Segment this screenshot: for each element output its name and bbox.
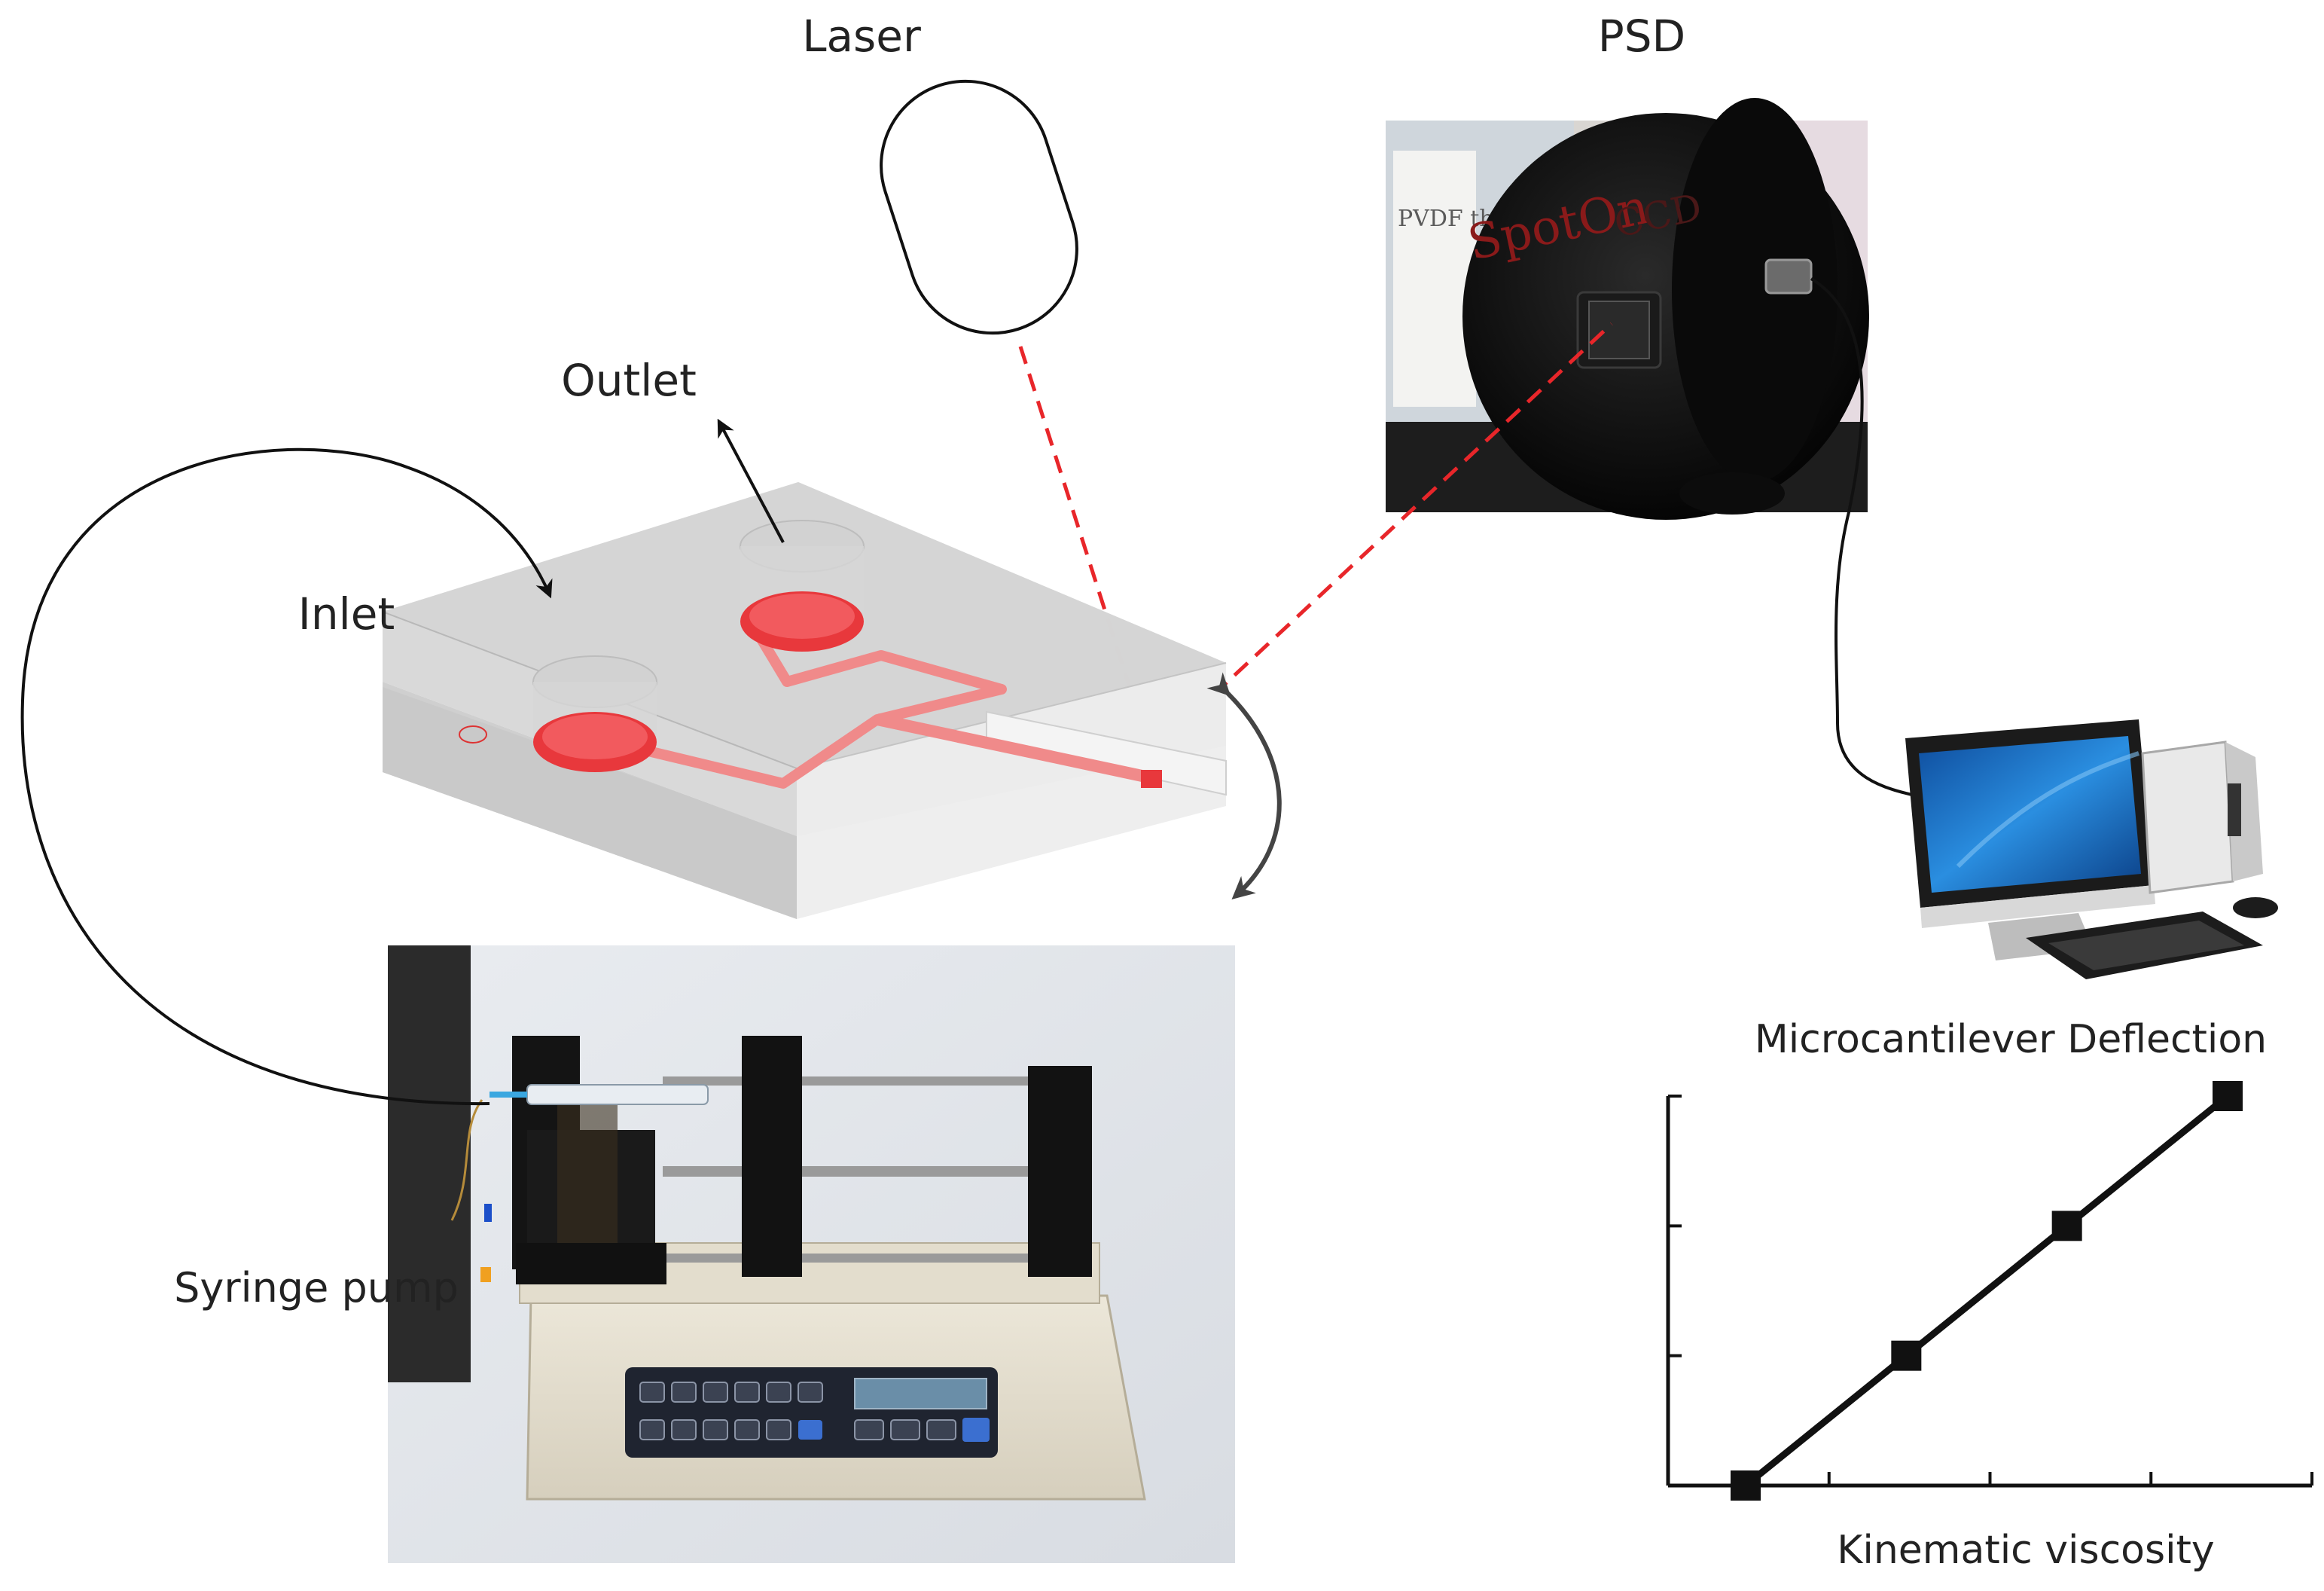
computer-icon	[1905, 719, 2278, 979]
cantilever	[876, 713, 1161, 786]
psd-label: PSD	[1598, 11, 1685, 62]
monitor-screen	[1919, 736, 2141, 893]
series-line	[1743, 1093, 2230, 1489]
chart-title: Microcantilever Deflection	[1755, 1017, 2267, 1062]
outlet-label: Outlet	[561, 355, 697, 406]
syringe-pump-label: Syringe pump	[174, 1264, 459, 1312]
x-axis-label: Kinematic viscosity	[1837, 1528, 2214, 1573]
tray-edge	[388, 945, 471, 1382]
data-point	[2213, 1081, 2243, 1111]
mouse	[2233, 897, 2278, 918]
deflection-arrow	[1206, 672, 1282, 899]
laser-label: Laser	[802, 11, 921, 62]
syringe	[526, 1084, 709, 1105]
psd-poster-text: PVDF th	[1398, 206, 1494, 232]
psd-camera: PSD PVDF th SpotOn CCD	[1386, 11, 1869, 520]
deflection-chart: Microcantilever Deflection Kinematic vis…	[1666, 1017, 2313, 1573]
end-block	[1028, 1066, 1092, 1277]
inlet-well	[532, 655, 657, 772]
microfluidic-chip	[382, 418, 1282, 919]
inlet-tube	[20, 447, 553, 1106]
psd-photo: PVDF th SpotOn CCD	[1386, 98, 1869, 520]
channel	[593, 622, 1007, 789]
pusher-block	[742, 1036, 802, 1277]
laser-source: Laser	[802, 11, 1078, 335]
syringe-pump-photo	[388, 945, 1235, 1563]
data-point	[2051, 1211, 2082, 1241]
connector-icon	[1764, 258, 1813, 295]
inlet-label: Inlet	[298, 588, 395, 640]
outlet-well	[740, 520, 865, 652]
psd-cable	[1810, 277, 1929, 800]
pc-tower	[2141, 741, 2234, 894]
pump-display	[854, 1378, 987, 1409]
data-point	[1731, 1470, 1761, 1501]
laser-capsule-icon	[880, 79, 1078, 335]
data-point	[1891, 1340, 1922, 1371]
outlet-arrow	[717, 418, 785, 543]
